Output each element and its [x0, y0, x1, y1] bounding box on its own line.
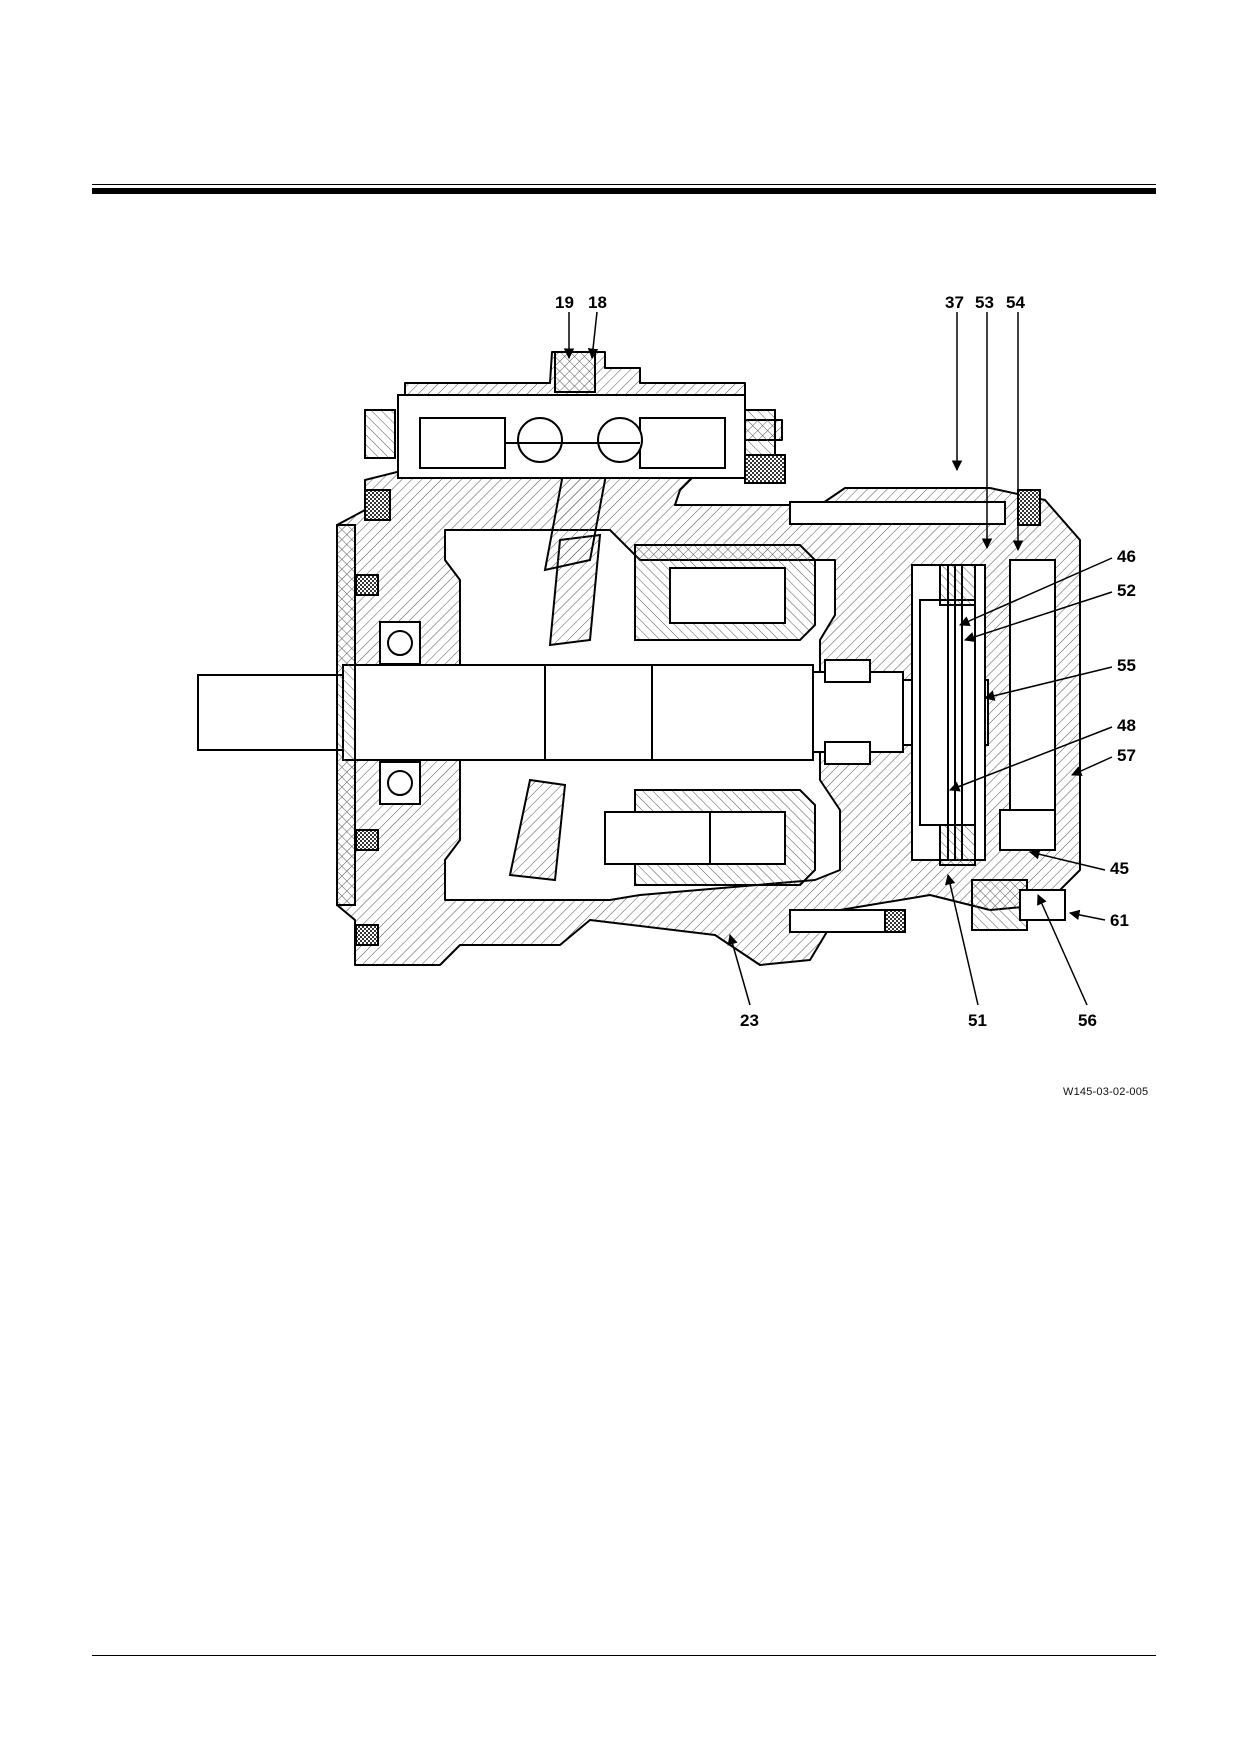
callout-52: 52	[1117, 581, 1136, 600]
callout-labels: 19 18 37 53 54 46 52 55 48 57 45 61 23 5…	[555, 293, 1136, 1030]
callout-46: 46	[1117, 547, 1136, 566]
front-cover	[336, 489, 391, 946]
callout-19: 19	[555, 293, 574, 312]
figure-id: W145-03-02-005	[1063, 1086, 1149, 1098]
callout-53: 53	[975, 293, 994, 312]
callout-51: 51	[968, 1011, 987, 1030]
callout-18: 18	[588, 293, 607, 312]
leader-lines	[563, 311, 1113, 1006]
charge-pump	[789, 489, 1066, 933]
callout-56: 56	[1078, 1011, 1097, 1030]
callout-23: 23	[740, 1011, 759, 1030]
header-rule-thin	[92, 184, 1156, 185]
callout-57: 57	[1117, 746, 1136, 765]
callout-48: 48	[1117, 716, 1136, 735]
cylinder-block	[508, 398, 816, 886]
footer-rule	[92, 1655, 1156, 1656]
header-rule-thick	[92, 188, 1156, 194]
callout-55: 55	[1117, 656, 1136, 675]
callout-54: 54	[1006, 293, 1025, 312]
callout-61: 61	[1110, 911, 1129, 930]
callout-37: 37	[945, 293, 964, 312]
callout-45: 45	[1110, 859, 1129, 878]
servo-assembly	[364, 351, 786, 484]
